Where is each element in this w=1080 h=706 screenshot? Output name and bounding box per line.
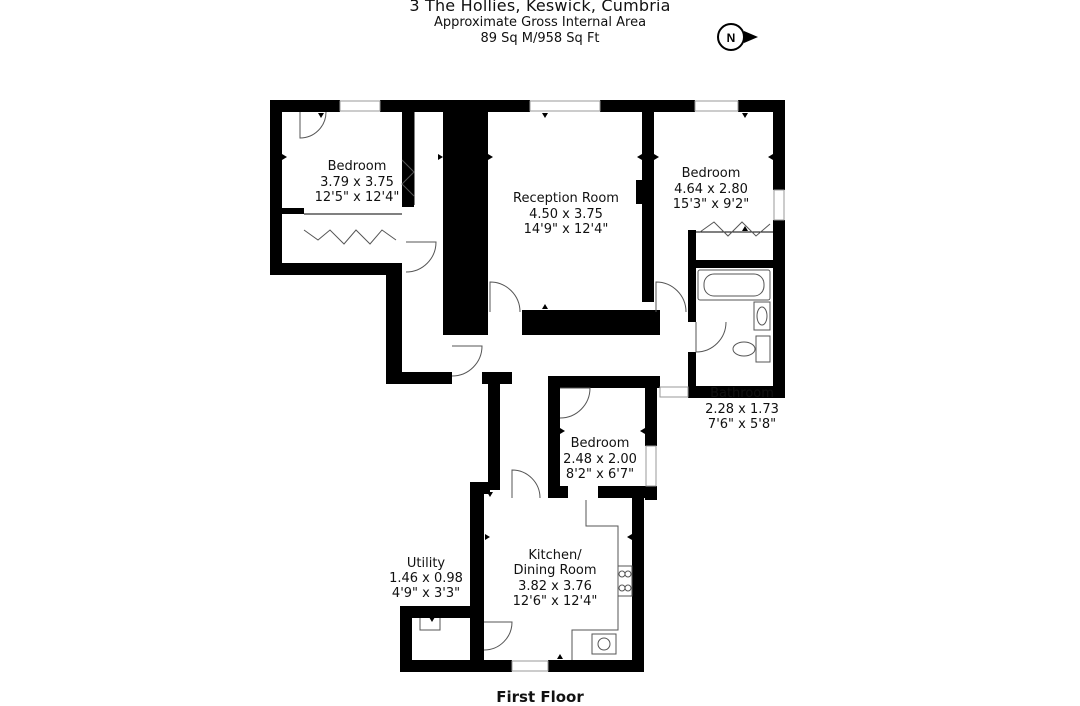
- floor-label: First Floor: [496, 688, 584, 706]
- svg-text:3.79 x 3.75: 3.79 x 3.75: [320, 175, 394, 190]
- cupboards: [303, 112, 773, 245]
- walls: [270, 100, 785, 672]
- svg-text:2.28 x 1.73: 2.28 x 1.73: [705, 402, 779, 417]
- room-label-bedroom-2: Bedroom 4.64 x 2.80 15'3" x 9'2": [673, 166, 749, 212]
- svg-text:4'9" x 3'3": 4'9" x 3'3": [392, 586, 460, 601]
- svg-text:2.48 x 2.00: 2.48 x 2.00: [563, 452, 637, 467]
- room-label-bedroom-1: Bedroom 3.79 x 3.75 12'5" x 12'4": [315, 159, 400, 205]
- fixtures: [419, 180, 771, 660]
- dimension-ticks: [282, 113, 773, 659]
- plan-title: 3 The Hollies, Keswick, Cumbria: [409, 0, 671, 15]
- area-label: Approximate Gross Internal Area: [433, 15, 647, 30]
- room-label-kitchen-dining: Kitchen/ Dining Room 3.82 x 3.76 12'6" x…: [513, 548, 598, 609]
- svg-text:Kitchen/: Kitchen/: [528, 548, 582, 563]
- room-label-utility: Utility 1.46 x 0.98 4'9" x 3'3": [389, 556, 463, 601]
- svg-text:15'3" x 9'2": 15'3" x 9'2": [673, 197, 749, 212]
- svg-text:Bedroom: Bedroom: [682, 166, 741, 181]
- svg-text:4.64 x 2.80: 4.64 x 2.80: [674, 182, 748, 197]
- svg-text:4.50 x 3.75: 4.50 x 3.75: [529, 207, 603, 222]
- svg-text:12'5" x 12'4": 12'5" x 12'4": [315, 190, 400, 205]
- svg-text:7'6" x 5'8": 7'6" x 5'8": [708, 417, 776, 432]
- svg-text:Bedroom: Bedroom: [571, 436, 630, 451]
- room-label-bedroom-3: Bedroom 2.48 x 2.00 8'2" x 6'7": [563, 436, 637, 482]
- svg-text:Dining Room: Dining Room: [513, 563, 596, 578]
- room-label-bathroom: Bathroom 2.28 x 1.73 7'6" x 5'8": [705, 386, 779, 432]
- room-label-reception: Reception Room 4.50 x 3.75 14'9" x 12'4": [513, 191, 619, 237]
- compass-letter: N: [727, 31, 736, 45]
- svg-text:3.82 x 3.76: 3.82 x 3.76: [518, 579, 592, 594]
- svg-text:Reception Room: Reception Room: [513, 191, 619, 206]
- svg-text:Utility: Utility: [407, 556, 446, 571]
- svg-text:1.46 x 0.98: 1.46 x 0.98: [389, 571, 463, 586]
- compass-north-icon: N: [717, 23, 758, 51]
- windows: [339, 100, 785, 672]
- svg-text:12'6" x 12'4": 12'6" x 12'4": [513, 594, 598, 609]
- svg-text:14'9" x 12'4": 14'9" x 12'4": [524, 222, 609, 237]
- area-value: 89 Sq M/958 Sq Ft: [480, 31, 600, 46]
- svg-text:8'2" x 6'7": 8'2" x 6'7": [566, 467, 634, 482]
- svg-text:Bedroom: Bedroom: [328, 159, 387, 174]
- svg-text:Bathroom: Bathroom: [710, 386, 774, 401]
- doors: [299, 111, 727, 651]
